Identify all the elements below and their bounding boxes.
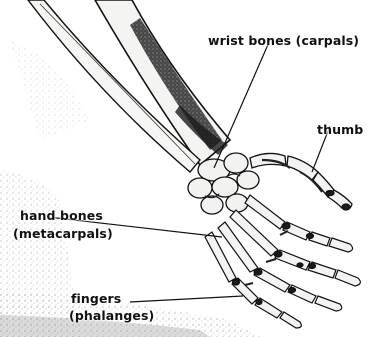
- fingers-leader-line: [130, 296, 243, 302]
- fingers-label: fingers: [71, 291, 121, 306]
- finger-bones: [205, 195, 360, 328]
- metacarpals-label: (metacarpals): [13, 226, 113, 241]
- thumb-label: thumb: [317, 122, 363, 137]
- hand-bones-label: hand bones: [20, 208, 103, 223]
- wrist-leader-line: [214, 40, 270, 168]
- phalanges-label: (phalanges): [69, 308, 154, 323]
- thumb-bones: [250, 153, 352, 210]
- wrist-bones-label: wrist bones (carpals): [208, 33, 359, 48]
